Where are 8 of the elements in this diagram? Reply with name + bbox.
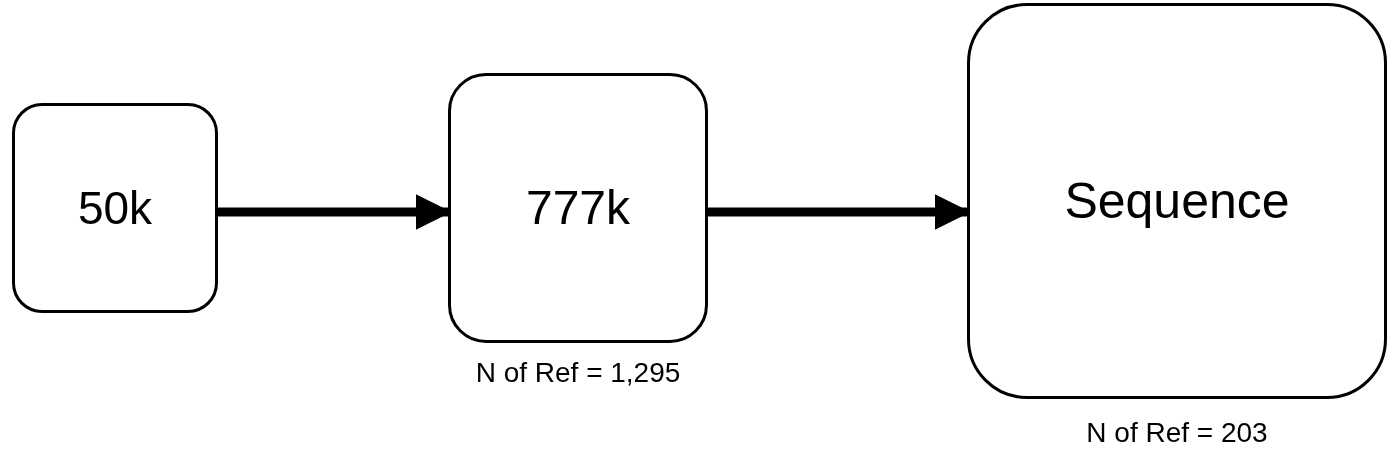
box-label: 50k: [77, 180, 153, 236]
rounded-box: [12, 103, 218, 313]
box-label: Sequence: [1064, 171, 1290, 231]
box-label: 777k: [525, 180, 631, 236]
reference-count: N of Ref = 203: [1085, 416, 1269, 450]
rounded-box: [448, 73, 708, 343]
reference-count: N of Ref = 1,295: [474, 356, 682, 390]
rounded-box: [967, 3, 1387, 399]
